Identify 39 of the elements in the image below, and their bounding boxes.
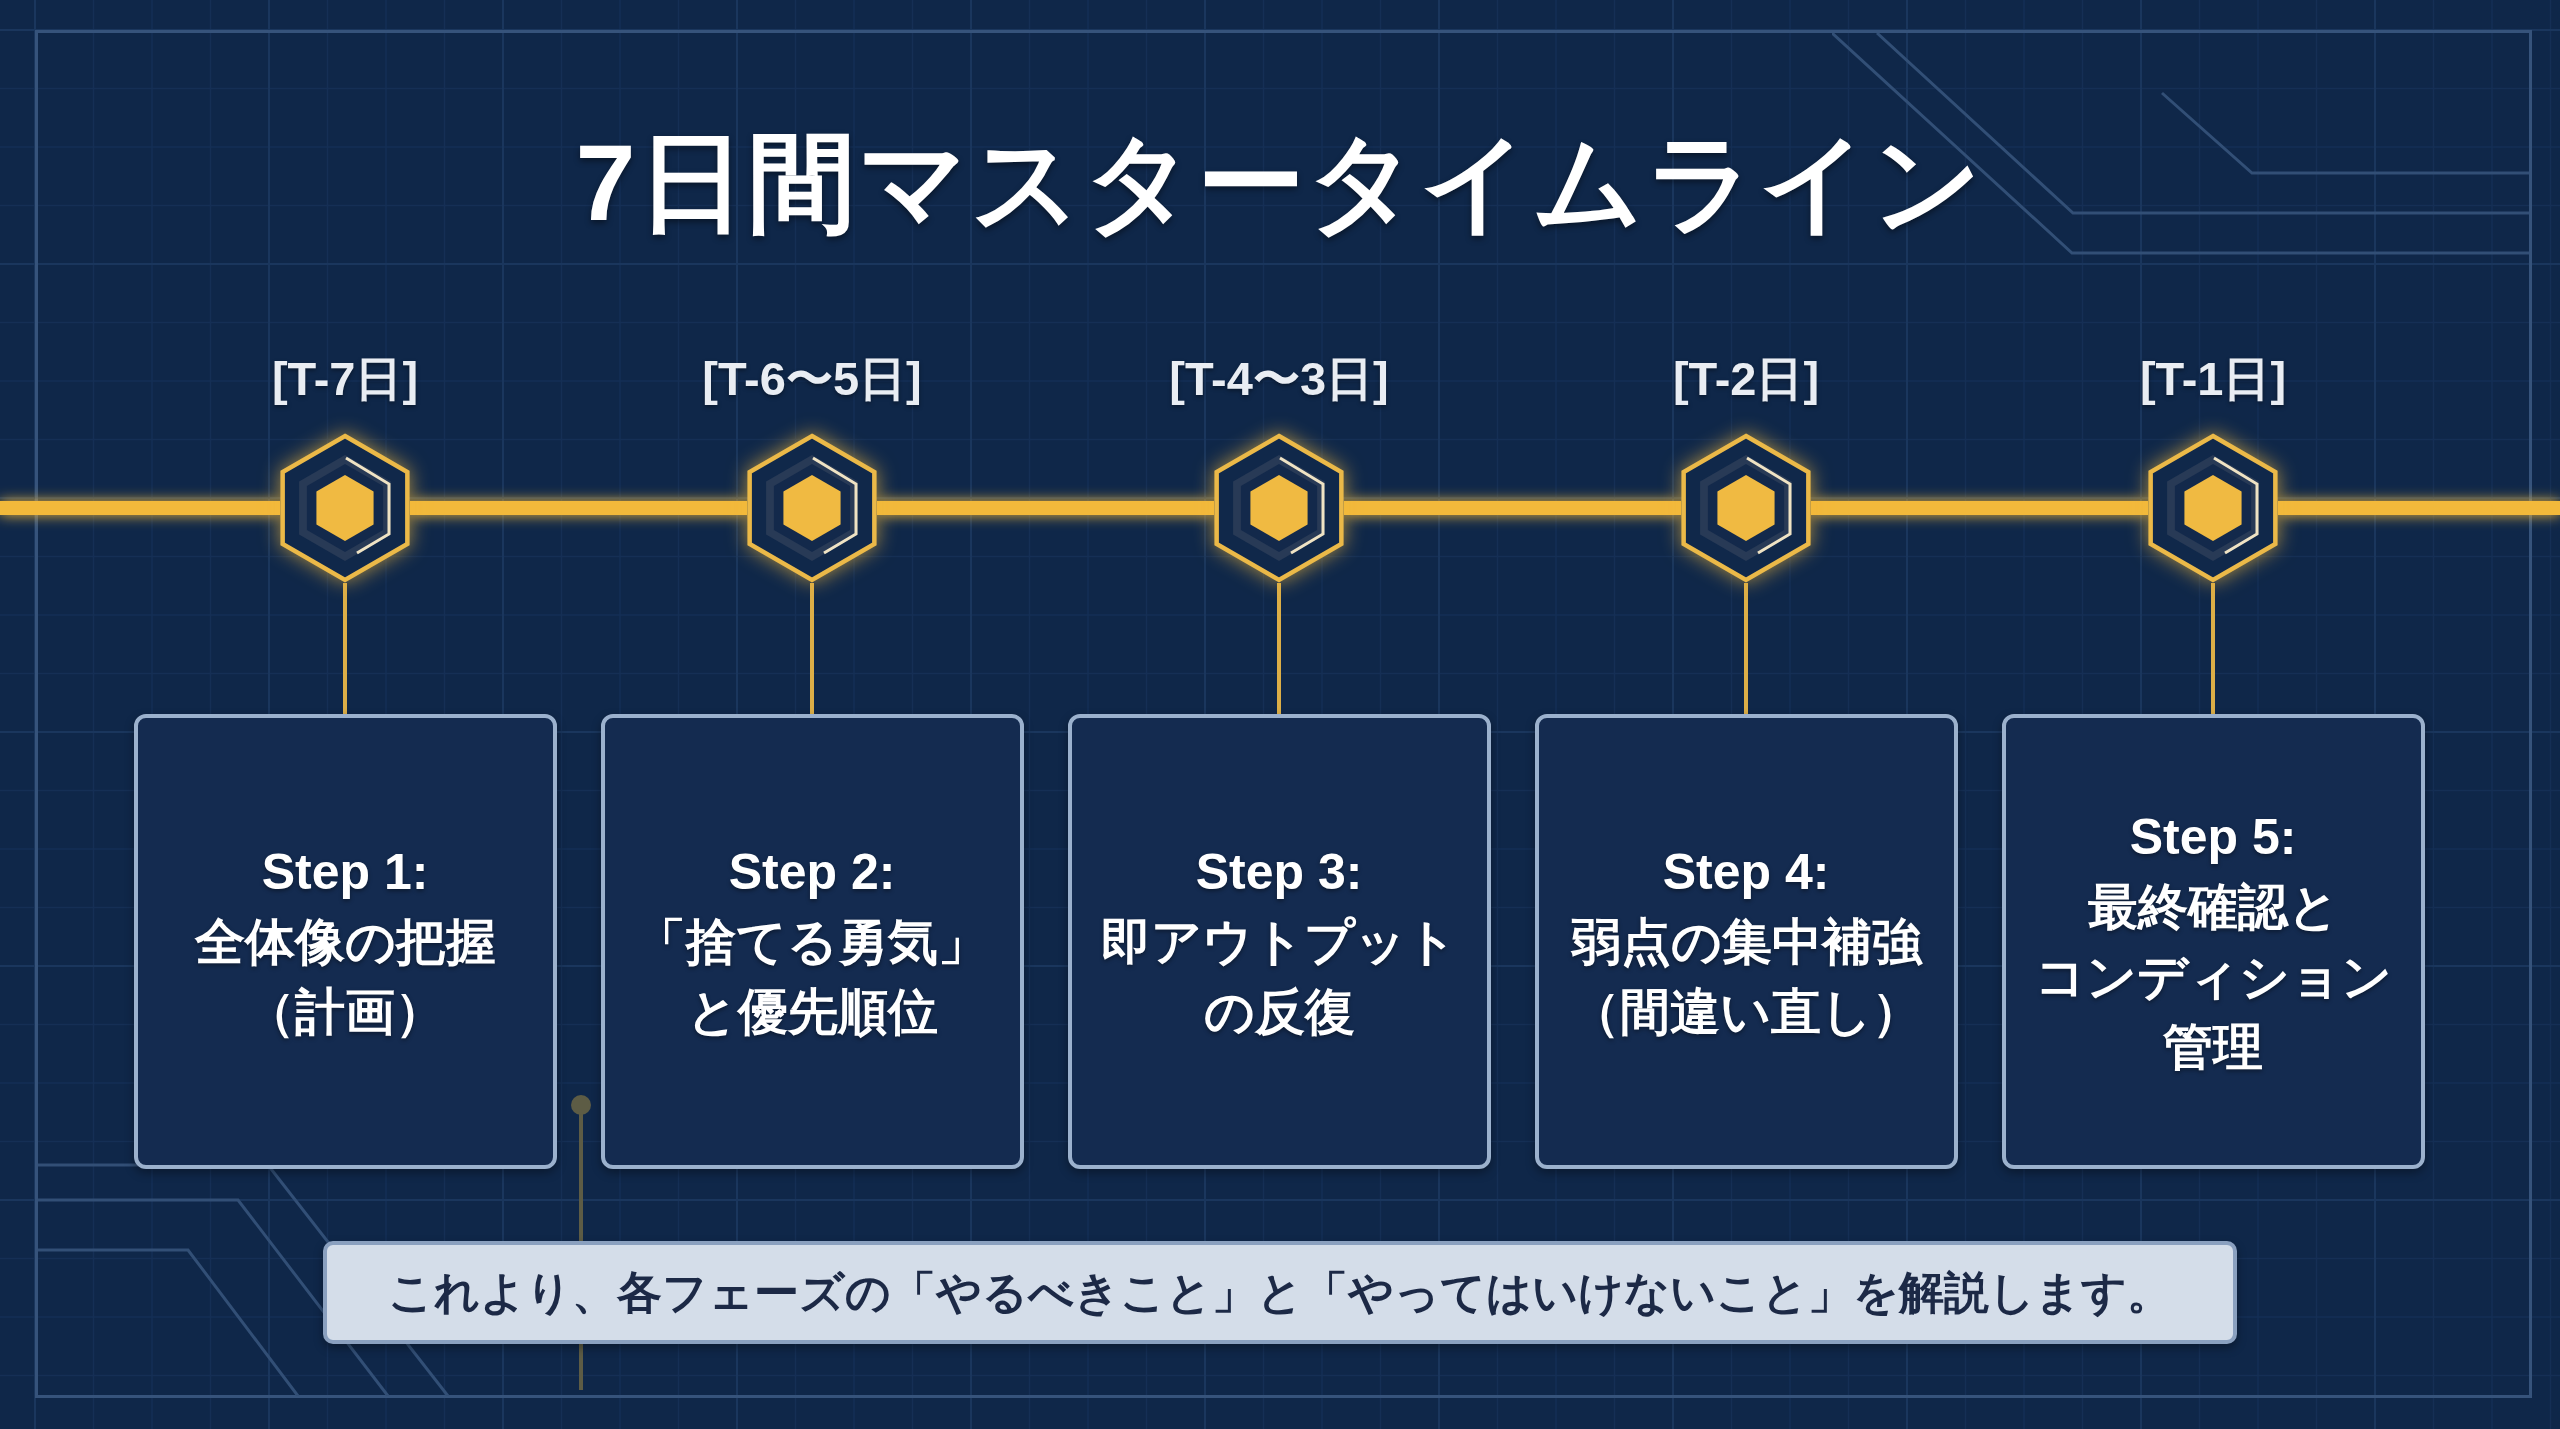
date-label: [T-6〜5日] (702, 350, 922, 407)
timeline-line (2278, 501, 2560, 515)
step-box (1067, 714, 1491, 1169)
note-banner (323, 1241, 2237, 1344)
step-heading: Step 5: (2129, 807, 2297, 867)
date-label: [T-1日] (2139, 350, 2287, 407)
step-box (600, 714, 1024, 1169)
connector-line (343, 583, 347, 714)
step-description: 「捨てる勇気」と優先順位 (636, 912, 988, 1042)
hexagon-marker (2148, 433, 2278, 583)
timeline-line (877, 501, 1214, 515)
hexagon-marker (1214, 433, 1344, 583)
timeline-line (0, 501, 280, 515)
timeline-line (1344, 501, 1681, 515)
title: 7日間マスタータイムライン (575, 120, 1985, 245)
date-label: [T-2日] (1672, 350, 1820, 407)
connector-line (810, 583, 814, 714)
connector-line (1277, 583, 1281, 714)
step-description: 即アウトプットの反復 (1101, 912, 1457, 1042)
connector-line (2211, 583, 2215, 714)
connector-line (1744, 583, 1748, 714)
step-description: 弱点の集中補強（間違い直し） (1570, 912, 1922, 1042)
note-text: これより、各フェーズの「やるべきこと」と「やってはいけないこと」を解説します。 (388, 1265, 2172, 1320)
hexagon-marker (1681, 433, 1811, 583)
date-label: [T-4〜3日] (1169, 350, 1389, 407)
step-heading: Step 2: (728, 842, 896, 902)
step-box (1534, 714, 1958, 1169)
step-heading: Step 1: (261, 842, 429, 902)
step-heading: Step 4: (1662, 842, 1830, 902)
step-description: 全体像の把握（計画） (194, 912, 496, 1042)
date-label: [T-7日] (271, 350, 419, 407)
hexagon-marker (280, 433, 410, 583)
step-heading: Step 3: (1195, 842, 1363, 902)
hexagon-marker (747, 433, 877, 583)
step-description: 最終確認とコンディション管理 (2034, 877, 2392, 1077)
step-box (133, 714, 557, 1169)
timeline-line (1811, 501, 2148, 515)
timeline-line (410, 501, 747, 515)
step-box (2001, 714, 2425, 1169)
